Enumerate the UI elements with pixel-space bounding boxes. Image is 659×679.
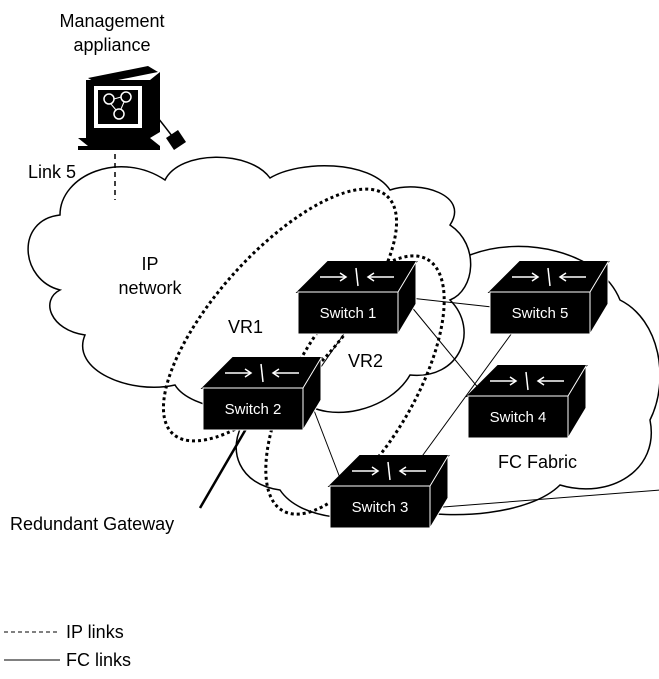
switch-4[interactable]: Switch 4 (467, 365, 587, 439)
switch-3[interactable]: Switch 3 (329, 455, 449, 529)
legend: IP links FC links (4, 622, 131, 670)
switch-arrows-icon (512, 267, 586, 287)
vr2-label: VR2 (348, 351, 383, 371)
vr1-label: VR1 (228, 317, 263, 337)
management-label-line2: appliance (73, 35, 150, 55)
ip-network-label-line2: network (118, 278, 182, 298)
switch-1-label: Switch 1 (320, 305, 377, 322)
switch-arrows-icon (320, 267, 394, 287)
switch-4-label: Switch 4 (490, 409, 547, 426)
switch-5-label: Switch 5 (512, 305, 569, 322)
switch-arrows-icon (490, 371, 564, 391)
redundant-gateway-pointer (198, 421, 252, 509)
legend-ip-links: IP links (66, 622, 124, 642)
switch-5[interactable]: Switch 5 (489, 261, 609, 335)
switch-2[interactable]: Switch 2 (202, 357, 322, 431)
link-5-label: Link 5 (28, 162, 76, 182)
ip-network-label-line1: IP (141, 254, 158, 274)
fc-links (304, 297, 659, 509)
management-label-line1: Management (59, 11, 164, 31)
vr1-ellipse (161, 187, 399, 443)
switch-1[interactable]: Switch 1 (297, 261, 417, 335)
switch-2-label: Switch 2 (225, 401, 282, 418)
vr2-ellipse (264, 254, 446, 516)
redundant-gateway-label: Redundant Gateway (10, 514, 174, 534)
ip-network-cloud (27, 156, 472, 414)
switch-arrows-icon (352, 461, 426, 481)
switch-3-label: Switch 3 (352, 499, 409, 516)
switch-arrows-icon (225, 363, 299, 383)
management-appliance-icon (78, 66, 186, 150)
legend-fc-links: FC links (66, 650, 131, 670)
fc-fabric-label: FC Fabric (498, 452, 577, 472)
